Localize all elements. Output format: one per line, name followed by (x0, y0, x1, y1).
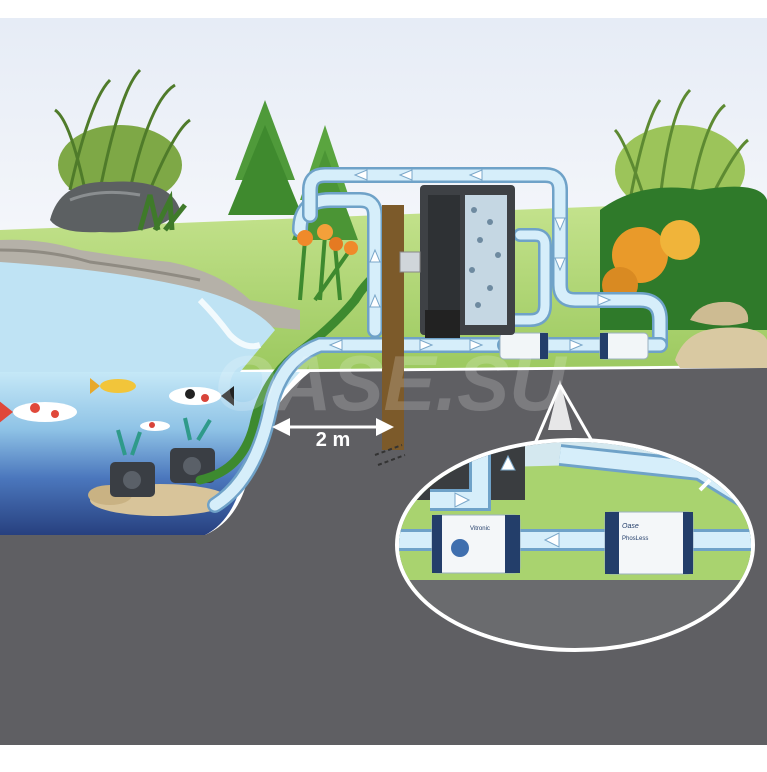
phosless-unit-small (599, 332, 649, 360)
koi-fish-yellow (90, 378, 136, 394)
unit-2-label: PhosLess (622, 536, 648, 542)
pond-surface (0, 262, 275, 372)
unit-1-label: Vitronic (470, 526, 490, 532)
pump-2 (170, 448, 215, 483)
bottom-margin (0, 745, 767, 767)
phosless-unit-detail: Oase PhosLess (604, 511, 694, 575)
boulder-left (50, 181, 180, 233)
watermark: OASE.SU (214, 339, 567, 427)
koi-fish-white-red (0, 401, 77, 423)
orange-flowers (297, 224, 358, 302)
distance-marker (272, 418, 394, 436)
flow-arrows (328, 169, 612, 351)
hedge-right (600, 186, 767, 330)
koi-fish-black-white (169, 386, 234, 406)
rocks-right (675, 301, 767, 368)
water-plants-underwater (116, 417, 212, 456)
brand-label: Oase (622, 523, 639, 530)
uv-clarifier-detail: Vitronic (431, 514, 521, 574)
pump-1 (110, 462, 155, 497)
uv-clarifier-small (499, 332, 549, 360)
wooden-stake (382, 205, 404, 450)
koi-fish-small (140, 421, 170, 431)
small-plant-left (137, 190, 187, 232)
pressure-filter (399, 185, 515, 338)
distance-label: 2 m (316, 429, 350, 451)
waterfall (197, 297, 261, 350)
